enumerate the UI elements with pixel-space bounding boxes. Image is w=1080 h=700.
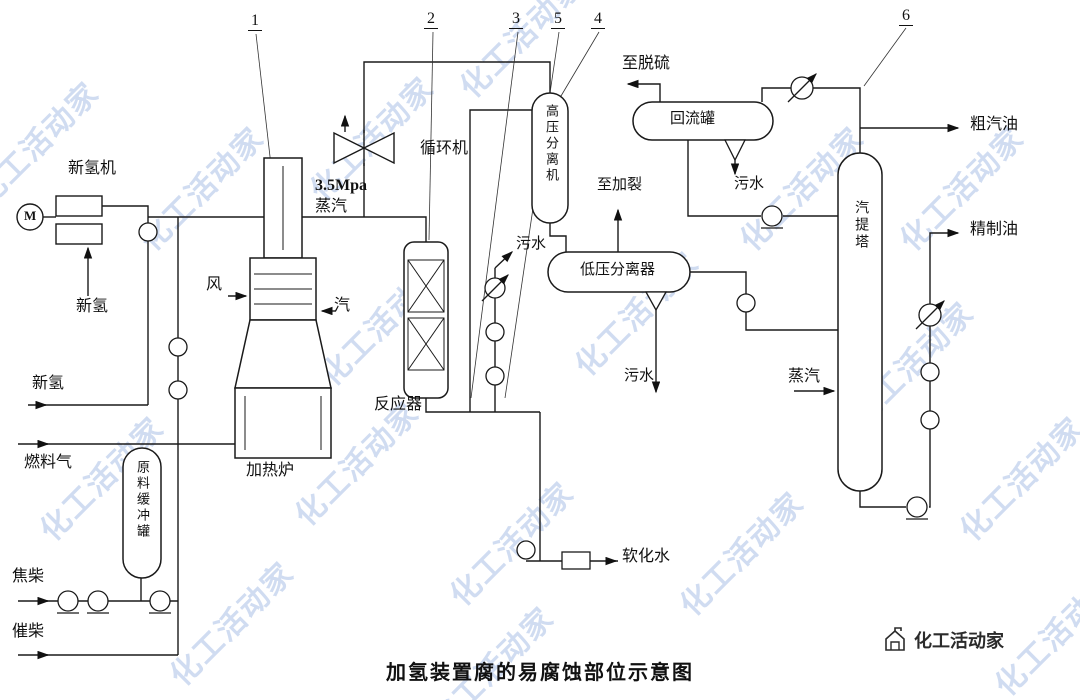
stream-refined-oil: 精制油 [970,221,1019,238]
stream-sour-water-drum: 污水 [734,176,765,192]
valve-icon [920,362,940,382]
stream-stripping-steam: 蒸汽 [788,368,821,385]
callout-3: 3 [509,10,523,29]
valve-icon [736,293,756,313]
valve-icon [920,410,940,430]
pump-icon [87,590,109,612]
stream-fresh-h2-bottom: 新氢 [32,375,65,392]
stream-crude-naphtha: 粗汽油 [970,116,1019,133]
valve-icons [138,222,940,560]
pump-icon [149,590,171,612]
reactor-vessel [403,241,449,399]
stream-softened-water: 软化水 [622,548,671,565]
pump-icon [906,496,928,518]
recycle-compressor-icon [333,130,395,166]
callout-2: 2 [424,10,438,29]
injection-equipment-icon [561,551,591,570]
lp-separator-vessel [547,251,691,293]
feed-buffer-drum-vessel [122,447,162,579]
pump-icon [57,590,79,612]
valve-icon [485,366,505,386]
stream-air: 风 [206,276,223,293]
motor-icon [16,203,44,231]
reflux-drum-boot [723,139,747,162]
stream-sour-water-lp: 污水 [624,368,655,384]
stream-to-desulfurization: 至脱硫 [622,55,671,72]
stream-catalytic-diesel: 催柴 [12,623,45,640]
label-reactor: 反应器 [374,396,423,413]
brand-logo: 化工活动家 [882,627,1004,653]
stream-to-hydrocracking: 至加裂 [597,177,643,193]
label-lp-separator: 低压分离器 [580,262,656,278]
label-recycle-compressor: 循环机 [420,140,469,157]
callout-1: 1 [248,12,262,31]
diagram-title: 加氢装置腐的易腐蚀部位示意图 [386,662,694,684]
pump-icons [57,205,928,614]
valve-icon [168,380,188,400]
valve-icon [516,540,536,560]
stripper-vessel [837,152,883,492]
stream-steam-pressure: 3.5Mpa [315,177,367,194]
label-new-hydrogen-compressor: 新氢机 [68,160,117,177]
reflux-drum-vessel [632,101,774,141]
valve-icon [168,337,188,357]
label-hp-separator: 高压分离机 [543,104,559,184]
stream-steam-pressure-word: 蒸汽 [315,198,348,215]
stream-sour-water-hp: 污水 [516,236,547,252]
stream-coker-diesel: 焦柴 [12,568,45,585]
label-motor: M [24,208,37,223]
stream-fresh-h2-top: 新氢 [76,298,109,315]
lp-separator-boot [644,291,668,312]
callout-6: 6 [899,7,913,26]
callout-4: 4 [591,10,605,29]
callout-5: 5 [551,10,565,29]
hp-separator-vessel [531,92,569,224]
valve-icon [485,322,505,342]
stream-fuel-gas: 燃料气 [24,454,73,471]
brand-name: 化工活动家 [914,631,1004,651]
label-heater: 加热炉 [246,462,295,479]
cooler-icons [481,73,945,330]
label-stripper: 汽提塔 [853,200,869,251]
label-reflux-drum: 回流罐 [670,111,716,127]
label-feed-buffer-drum: 原料缓冲罐 [134,460,150,540]
valve-icon [138,222,158,242]
pump-icon [761,205,783,227]
process-lines [18,61,960,660]
logo-icon [885,627,905,651]
heater-furnace [234,157,332,459]
new-hydrogen-compressor-icon [16,195,103,245]
stream-steam-small: 汽 [334,297,351,314]
